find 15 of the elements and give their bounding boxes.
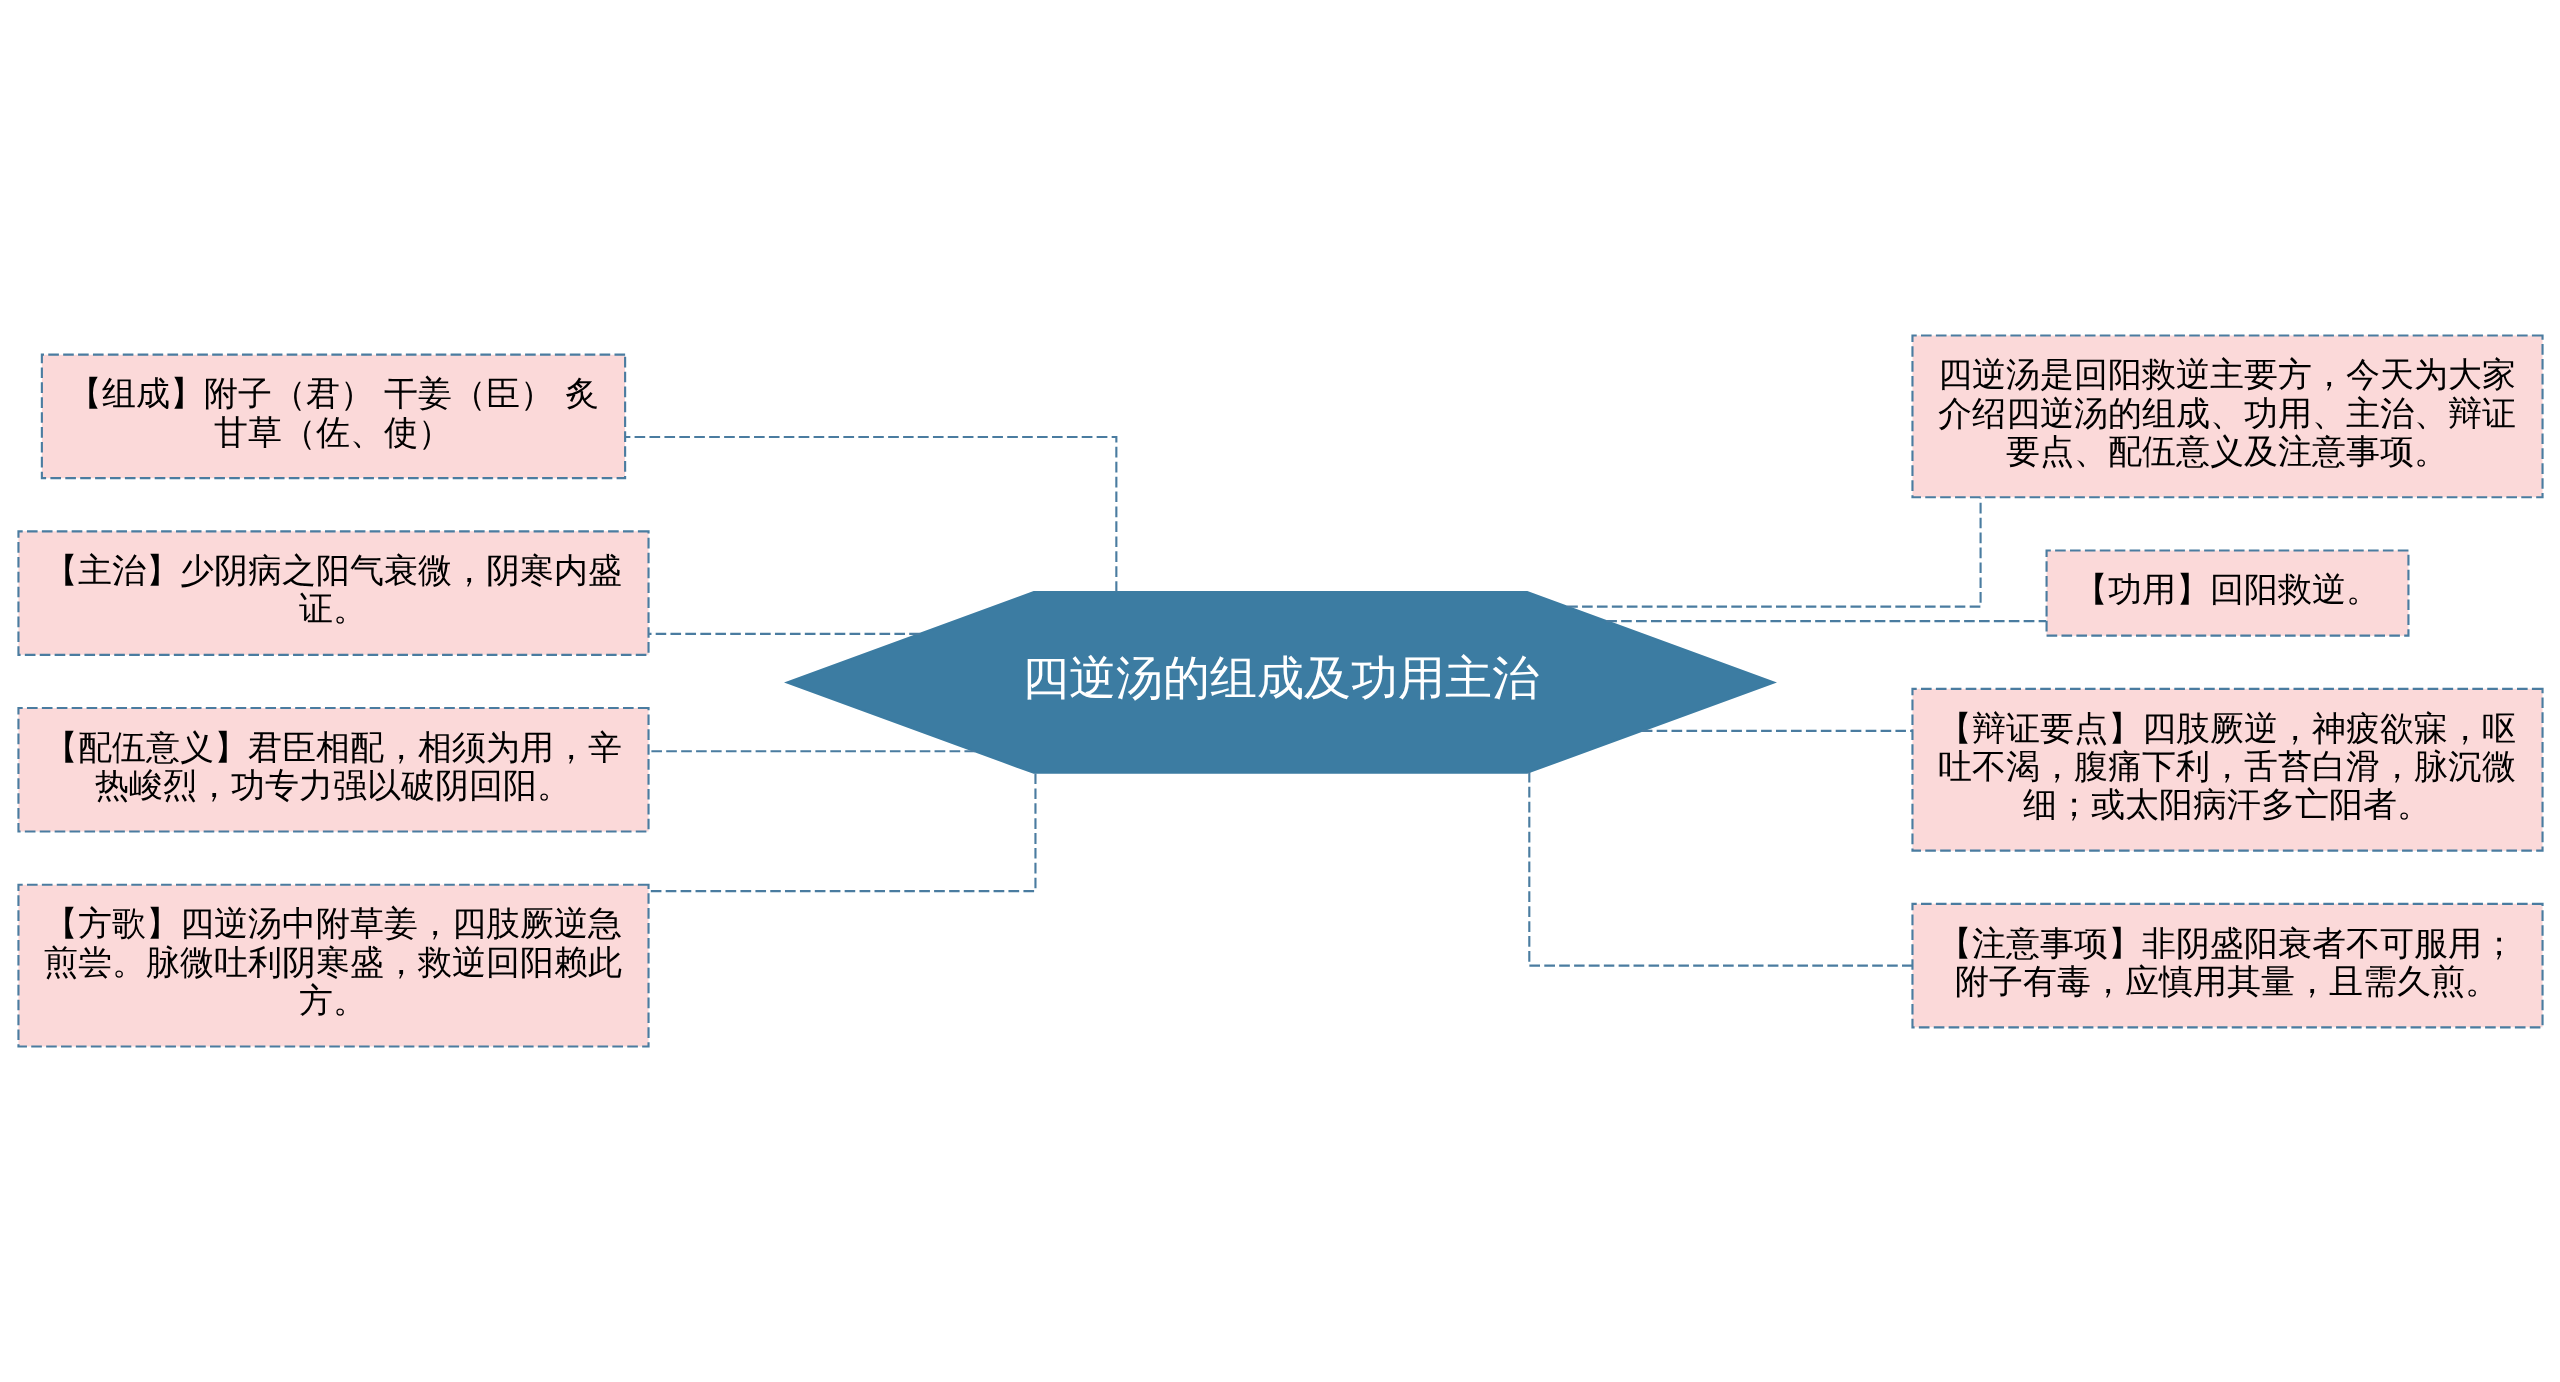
connector: [625, 435, 1117, 592]
node-box: 【注意事项】非阴盛阳衰者不可服用；附子有毒，应慎用其量，且需久煎。: [1910, 902, 2544, 1029]
connector: [1641, 729, 1912, 732]
connector: [648, 632, 920, 635]
connector: [1605, 620, 2046, 623]
connector: [648, 750, 975, 753]
node-box: 【辩证要点】四肢厥逆，神疲欲寐，呕吐不渴，腹痛下利，舌苔白滑，脉沉微细；或太阳病汗多亡阳者。: [1910, 687, 2544, 852]
node-box: 【配伍意义】君臣相配，相须为用，辛热峻烈，功专力强以破阴回阳。: [16, 706, 650, 833]
connector: [648, 773, 1037, 893]
node-box: 【组成】附子（君） 干姜（臣） 炙甘草（佐、使）: [40, 353, 626, 480]
connector: [1527, 772, 1912, 967]
node-box: 四逆汤是回阳救逆主要方，今天为大家介绍四逆汤的组成、功用、主治、辩证要点、配伍意义及注意事项。: [1910, 334, 2544, 499]
node-box: 【方歌】四逆汤中附草姜，四肢厥逆急煎尝。脉微吐利阴寒盛，救逆回阳赖此方。: [16, 883, 650, 1048]
node-box: 【主治】少阴病之阳气衰微，阴寒内盛证。: [16, 530, 650, 656]
node-box: 【功用】回阳救逆。: [2045, 549, 2409, 637]
